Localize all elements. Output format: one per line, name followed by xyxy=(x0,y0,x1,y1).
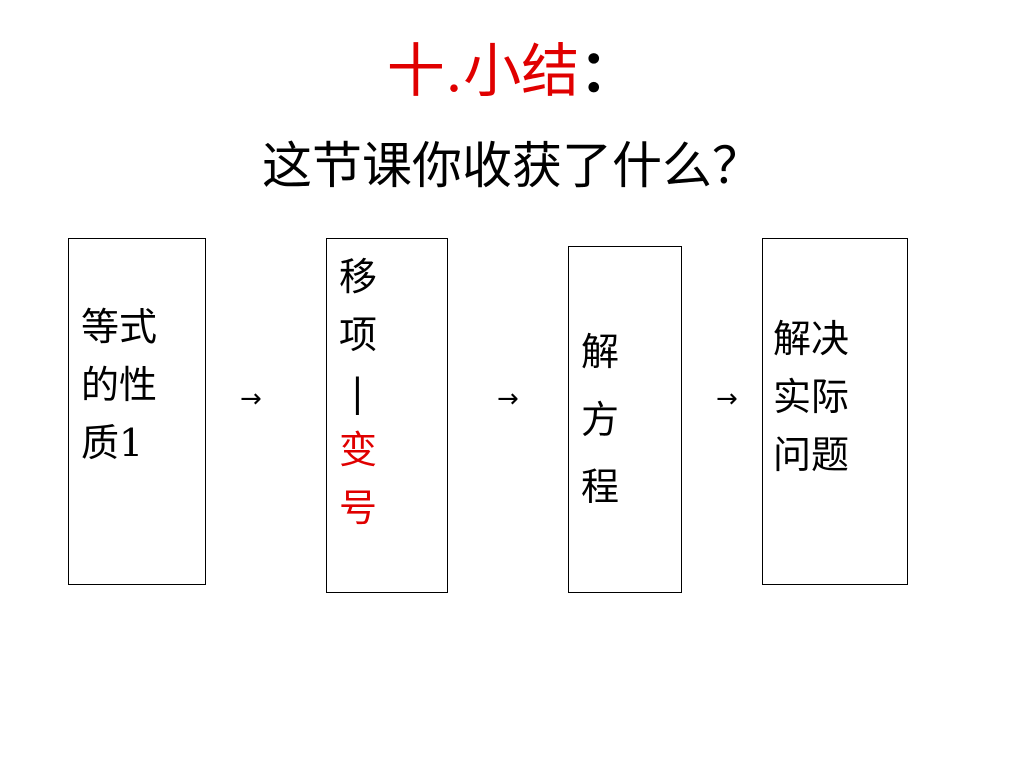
step-box-line: 问题 xyxy=(773,432,850,477)
step-box-line: 程 xyxy=(581,465,620,510)
step-box-application: 解决 实际 问题 xyxy=(762,238,908,585)
step-box-solve: 解 方 程 xyxy=(568,246,682,593)
step-box-line: 项 xyxy=(339,312,378,357)
title-colon: ： xyxy=(579,37,638,105)
step-box-line: 解 xyxy=(581,330,620,374)
arrow-icon: → xyxy=(497,384,519,414)
step-box-line: 实际 xyxy=(773,374,850,419)
arrow-icon: → xyxy=(716,384,738,414)
step-box-line-highlight: 变 xyxy=(339,428,378,473)
step-box-line: 质1 xyxy=(81,420,144,465)
step-box-line: 方 xyxy=(581,397,620,442)
slide-subtitle: 这节课你收获了什么？ xyxy=(262,137,762,195)
step-box-line: 移 xyxy=(339,255,378,299)
step-box-line-highlight: 号 xyxy=(339,486,378,530)
arrow-icon: → xyxy=(240,384,262,414)
step-box-line: | xyxy=(351,370,364,415)
slide-title: 十.小结： xyxy=(0,37,1024,105)
step-box-line: 的性 xyxy=(81,362,158,407)
title-text: 十.小结 xyxy=(386,37,580,105)
step-box-property: 等式 的性 质1 xyxy=(68,238,206,585)
step-box-transpose: 移 项 | 变 号 xyxy=(326,238,448,593)
step-box-line: 等式 xyxy=(81,305,158,349)
step-box-line: 解决 xyxy=(773,317,850,361)
